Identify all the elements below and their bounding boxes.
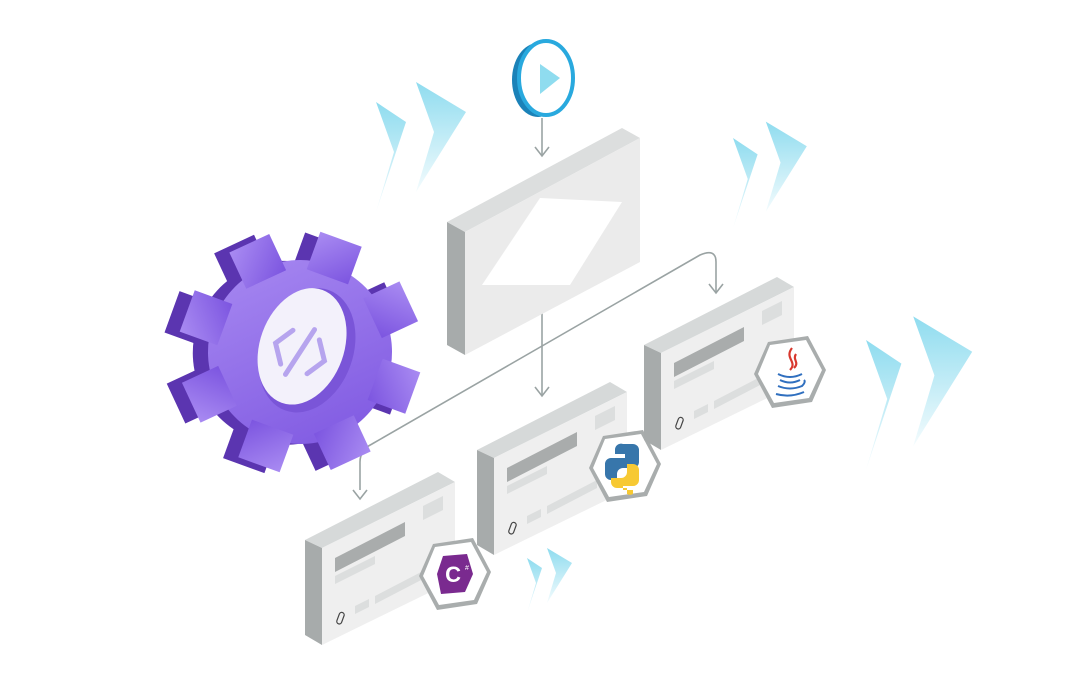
csharp-card: C # bbox=[304, 471, 491, 646]
python-logo-icon bbox=[589, 430, 661, 502]
java-card bbox=[643, 276, 826, 451]
chevron-decor-right bbox=[866, 316, 973, 470]
connector-lines bbox=[352, 118, 724, 501]
svg-text:C: C bbox=[445, 562, 461, 587]
chevron-decor-bottom bbox=[527, 548, 572, 613]
main-window-node bbox=[447, 128, 640, 355]
gear-code-icon bbox=[146, 198, 454, 506]
play-button-node bbox=[512, 39, 575, 117]
play-icon bbox=[540, 64, 560, 94]
chevron-decor-left bbox=[376, 82, 466, 212]
python-card bbox=[476, 381, 661, 556]
chevron-decor-topright bbox=[733, 121, 807, 229]
csharp-logo-icon: C # bbox=[419, 538, 491, 610]
svg-text:#: # bbox=[465, 565, 469, 572]
java-logo-icon bbox=[754, 336, 826, 408]
